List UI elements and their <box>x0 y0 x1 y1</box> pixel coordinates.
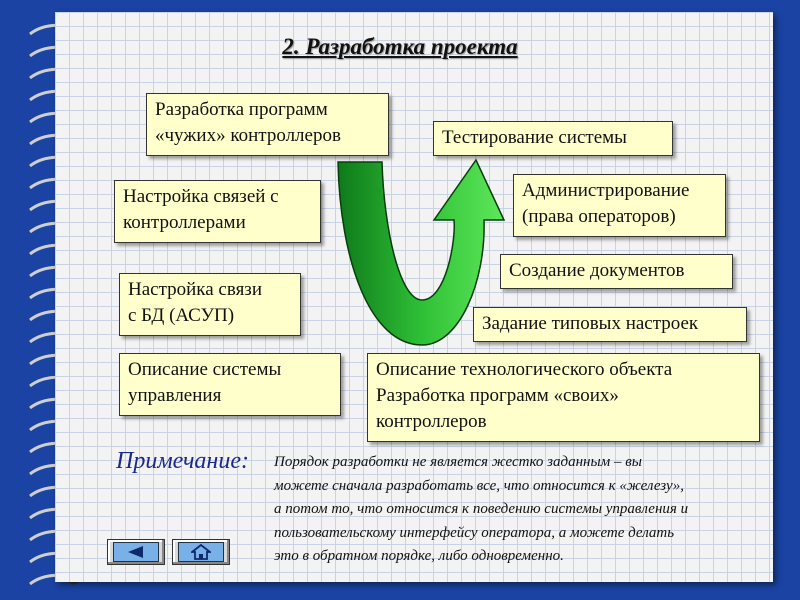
box-config-db-link: Настройка связи с БД (АСУП) <box>119 273 301 336</box>
box-system-testing: Тестирование системы <box>433 121 673 156</box>
box-create-documents: Создание документов <box>500 254 733 289</box>
back-button-face <box>113 542 159 562</box>
home-button[interactable] <box>172 539 230 565</box>
home-button-face <box>178 542 224 562</box>
box-line: Описание технологического объекта <box>376 359 673 380</box>
back-button[interactable] <box>107 539 165 565</box>
box-describe-tech-object: Описание технологического объекта Разраб… <box>367 353 760 442</box>
slide-title: 2. Разработка проекта <box>282 34 518 59</box>
box-line: Создание документов <box>509 260 685 281</box>
box-line: Настройка связей с <box>123 186 279 207</box>
box-line: Разработка программ «своих» <box>376 385 619 406</box>
box-line: Администрирование <box>522 180 690 201</box>
home-icon <box>191 544 211 560</box>
box-line: (права операторов) <box>522 206 676 227</box>
note-line: пользовательскому интерфейсу оператора, … <box>274 524 675 541</box>
box-line: контроллерами <box>123 212 246 233</box>
note-label: Примечание: <box>116 448 249 474</box>
box-dev-foreign-controllers: Разработка программ «чужих» контроллеров <box>146 93 389 156</box>
box-line: Разработка программ <box>155 99 328 120</box>
box-line: Задание типовых настроек <box>482 313 699 334</box>
box-line: с БД (АСУП) <box>128 305 235 326</box>
box-line: Тестирование системы <box>442 127 627 148</box>
note-line: а потом то, что относится к поведению си… <box>274 501 689 517</box>
box-line: контроллеров <box>376 411 487 432</box>
box-line: Описание системы <box>128 359 282 380</box>
triangle-left-icon <box>128 546 143 558</box>
box-config-controller-links: Настройка связей с контроллерами <box>114 180 321 243</box>
box-administration: Администрирование (права операторов) <box>513 174 726 237</box>
note-line: Порядок разработки не является жестко за… <box>274 454 642 470</box>
box-typical-settings: Задание типовых настроек <box>473 307 747 342</box>
box-describe-control-system: Описание системы управления <box>119 353 341 416</box>
u-turn-arrow-icon <box>337 158 506 346</box>
note-line: это в обратном порядке, либо одновременн… <box>274 548 564 564</box>
box-line: «чужих» контроллеров <box>155 125 341 146</box>
box-line: Настройка связи <box>128 279 262 300</box>
note-line: можете сначала разработать все, что отно… <box>274 477 684 494</box>
note-text: Порядок разработки не является жестко за… <box>274 451 770 569</box>
box-line: управления <box>128 385 222 406</box>
